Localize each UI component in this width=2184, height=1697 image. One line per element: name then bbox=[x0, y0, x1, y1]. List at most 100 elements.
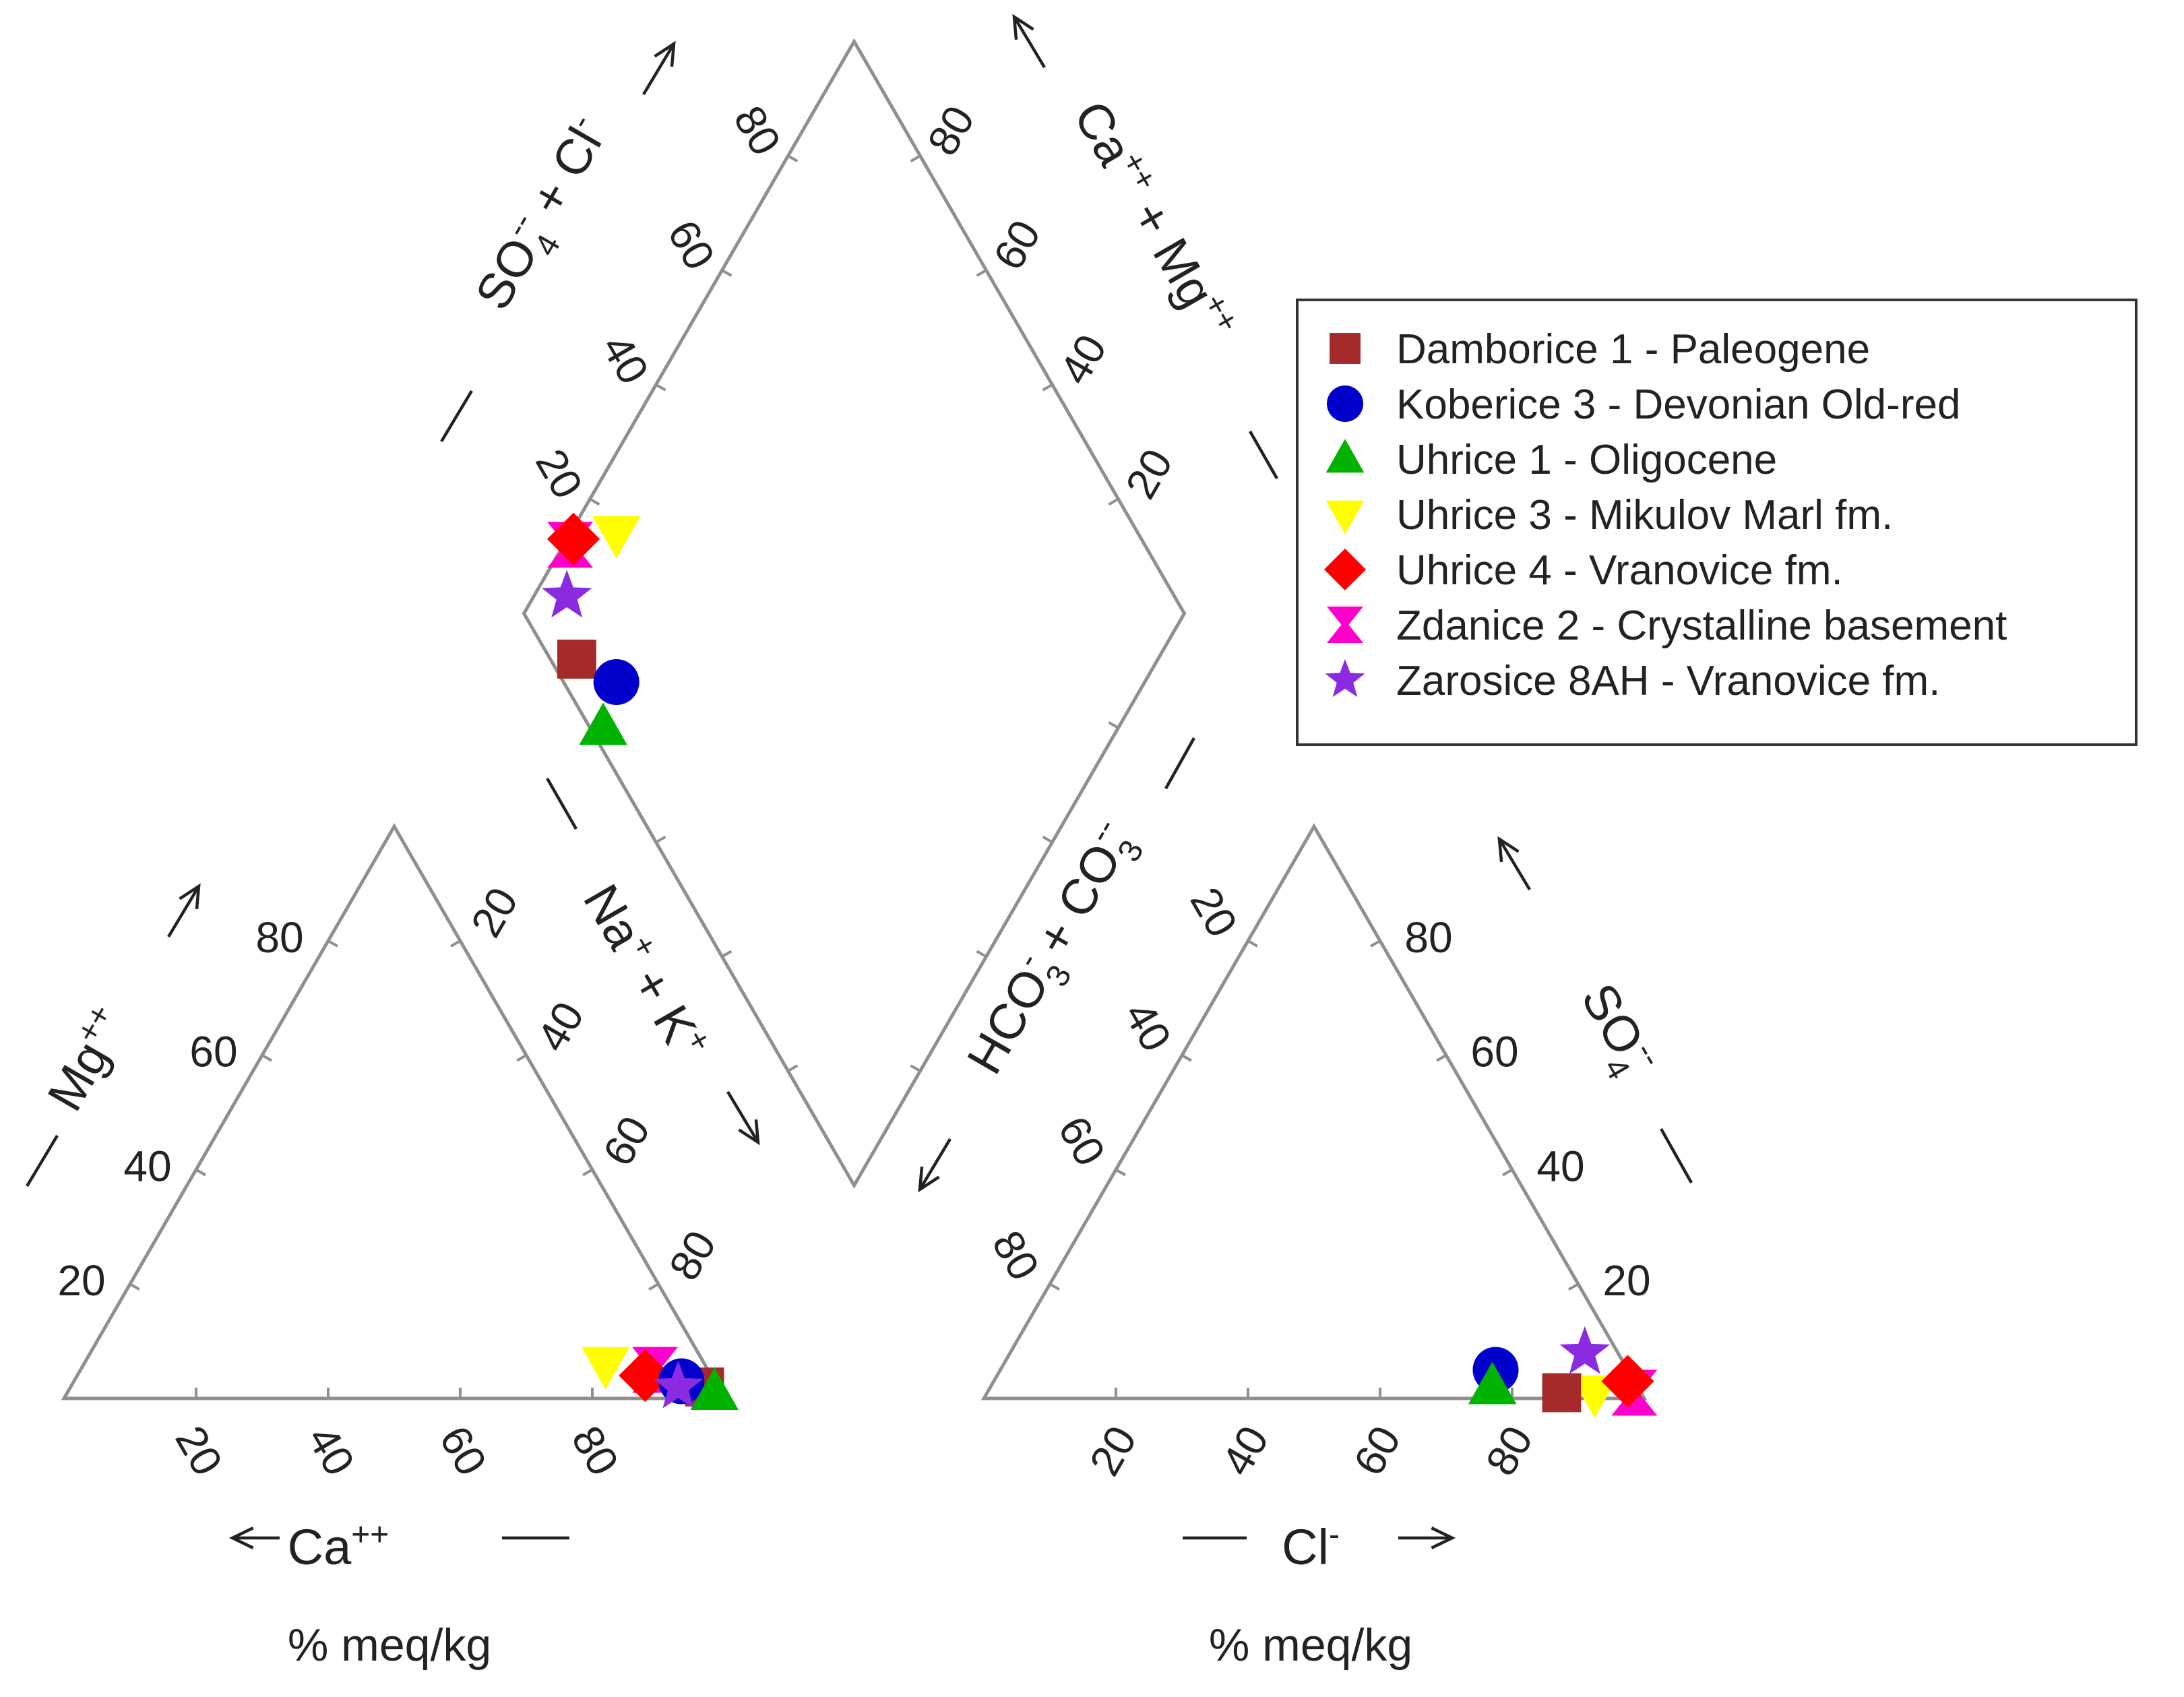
legend-label-4: Uhrice 4 - Vranovice fm. bbox=[1396, 547, 1843, 594]
point-diamond-zarosice bbox=[542, 569, 592, 618]
diamond-camg-tick-mark bbox=[1108, 497, 1119, 506]
legend-box bbox=[1296, 299, 2138, 746]
point-cation-uhrice bbox=[690, 1367, 739, 1411]
na-arrow-head bbox=[738, 1119, 760, 1146]
diamond-lower-right-tick-mark bbox=[976, 950, 987, 958]
point-cation-uhrice bbox=[581, 1347, 630, 1390]
diamond-frame bbox=[522, 38, 1187, 1189]
legend-marker-5 bbox=[1327, 607, 1363, 643]
cation-mg-axis-label: Mg++ bbox=[35, 998, 139, 1120]
anion-so4-tick-mark bbox=[1370, 939, 1381, 948]
diamond-camg-tick-label: 40 bbox=[1050, 326, 1116, 392]
diamond-camg-tick-mark bbox=[976, 269, 987, 277]
anion-so4-tick-label: 80 bbox=[1404, 913, 1452, 962]
point-anion-damborice bbox=[1542, 1373, 1582, 1413]
anion-hco3-tick-label: 40 bbox=[1115, 993, 1181, 1059]
legend-label-6: Zarosice 8AH - Vranovice fm. bbox=[1396, 658, 1940, 704]
hco3-arrow bbox=[918, 1138, 951, 1191]
point-diamond-koberice bbox=[593, 659, 639, 706]
cation-na-tick-label: 80 bbox=[660, 1223, 726, 1289]
mg-arrow-head bbox=[179, 883, 201, 910]
diamond-lower-right-tick-mark bbox=[1108, 721, 1119, 729]
diamond-camg-tick-label: 80 bbox=[918, 98, 984, 164]
anion-so4-tick-label: 20 bbox=[1602, 1256, 1650, 1305]
so4cl-arrow-head bbox=[654, 40, 676, 67]
diamond-lower-right-tick-mark bbox=[1042, 835, 1053, 844]
legend-label-2: Uhrice 1 - Oligocene bbox=[1396, 437, 1777, 483]
cation-mg-tick-mark bbox=[261, 1054, 272, 1062]
diamond-camg-tick-mark bbox=[1042, 383, 1053, 392]
hco3-dash bbox=[1164, 737, 1195, 790]
legend-label-3: Uhrice 3 - Mikulov Marl fm. bbox=[1396, 492, 1893, 538]
legend-marker-2 bbox=[1325, 439, 1365, 473]
diamond-so4cl-tick-label: 60 bbox=[658, 212, 724, 278]
anion-hco3-tick-mark bbox=[1115, 1168, 1126, 1177]
na-dash bbox=[546, 777, 578, 830]
cation-mg-tick-label: 20 bbox=[57, 1256, 105, 1305]
so4cl-arrow bbox=[642, 42, 675, 96]
mg-arrow bbox=[167, 885, 200, 938]
camg-arrow bbox=[1013, 16, 1046, 69]
cation-na-tick-label: 20 bbox=[462, 880, 528, 946]
anion-hco3-tick-label: 80 bbox=[982, 1223, 1049, 1289]
anion-cl-tick-label: 80 bbox=[1476, 1418, 1542, 1484]
diamond-so4cl-tick-mark bbox=[655, 383, 666, 392]
diamond-camg-tick-label: 60 bbox=[984, 212, 1050, 278]
anion-hco3-tick-label: 60 bbox=[1049, 1108, 1115, 1174]
anion-triangle-frame bbox=[980, 823, 1648, 1400]
point-anion-uhrice bbox=[1468, 1361, 1517, 1405]
legend-marker-3 bbox=[1325, 500, 1365, 534]
ca-arrow-head bbox=[228, 1526, 254, 1549]
cation-triangle-frame bbox=[61, 823, 728, 1400]
anion-cl-axis-label: Cl- bbox=[1282, 1517, 1340, 1575]
diamond-so4cl-tick-label: 80 bbox=[724, 98, 790, 164]
anion-cl-tick-label: 60 bbox=[1344, 1418, 1410, 1484]
cation-na-tick-mark bbox=[582, 1168, 593, 1177]
anion-hco3-tick-mark bbox=[1181, 1054, 1192, 1062]
cation-na-tick-mark bbox=[516, 1054, 527, 1062]
cation-mg-tick-mark bbox=[129, 1283, 140, 1291]
diamond-so4cl-tick-mark bbox=[589, 497, 600, 506]
legend-label-1: Koberice 3 - Devonian Old-red bbox=[1396, 381, 1960, 428]
anion-hco3-co3-axis-label: HCO3- + CO3-- bbox=[953, 812, 1154, 1088]
diamond-so4cl-tick-mark bbox=[721, 269, 732, 277]
point-diamond-uhrice bbox=[592, 516, 641, 559]
cation-mg-tick-mark bbox=[327, 939, 338, 948]
na-arrow bbox=[726, 1090, 759, 1144]
cation-mg-tick-label: 80 bbox=[255, 913, 303, 962]
diamond-ca-mg-axis-label: Ca++ + Mg++ bbox=[1063, 90, 1246, 349]
cation-units-label: % meq/kg bbox=[288, 1619, 491, 1671]
anion-so4-tick-mark bbox=[1568, 1283, 1579, 1291]
mg-dash bbox=[26, 1134, 59, 1187]
cation-na-tick-label: 60 bbox=[594, 1108, 660, 1174]
so4-arrow-head bbox=[1497, 836, 1520, 863]
legend-marker-6 bbox=[1325, 658, 1365, 698]
point-cation-zarosice bbox=[653, 1360, 704, 1409]
cation-ca-tick-label: 60 bbox=[430, 1418, 496, 1484]
cation-ca-axis-label: Ca++ bbox=[288, 1517, 389, 1575]
cl-arrow-head bbox=[1431, 1526, 1456, 1549]
legend-label-0: Damborice 1 - Paleogene bbox=[1396, 326, 1870, 373]
cation-ca-tick-label: 20 bbox=[166, 1418, 232, 1484]
anion-cl-tick-label: 40 bbox=[1212, 1418, 1278, 1484]
anion-hco3-tick-mark bbox=[1049, 1283, 1060, 1291]
point-anion-zarosice bbox=[1559, 1326, 1610, 1374]
legend-marker-4 bbox=[1323, 548, 1367, 591]
diamond-so4cl-tick-mark bbox=[787, 154, 799, 162]
cation-na-tick-label: 40 bbox=[528, 993, 594, 1059]
diamond-lower-left-tick-mark bbox=[787, 1064, 799, 1072]
cation-ca-tick-label: 80 bbox=[562, 1418, 628, 1484]
point-anion-uhrice bbox=[1601, 1355, 1654, 1408]
legend-marker-0 bbox=[1330, 333, 1361, 364]
anion-so4-axis-label: SO4-- bbox=[1561, 973, 1670, 1090]
cation-mg-tick-mark bbox=[195, 1168, 206, 1177]
anion-so4-tick-label: 60 bbox=[1470, 1028, 1518, 1076]
point-cation-uhrice bbox=[619, 1349, 672, 1402]
camg-arrow-head bbox=[1012, 13, 1034, 40]
point-diamond-damborice bbox=[557, 640, 596, 679]
cation-mg-tick-label: 40 bbox=[123, 1142, 171, 1190]
diamond-so4cl-tick-label: 20 bbox=[526, 441, 592, 507]
anion-hco3-tick-mark bbox=[1247, 939, 1258, 948]
data-point-layer bbox=[542, 512, 1658, 1418]
